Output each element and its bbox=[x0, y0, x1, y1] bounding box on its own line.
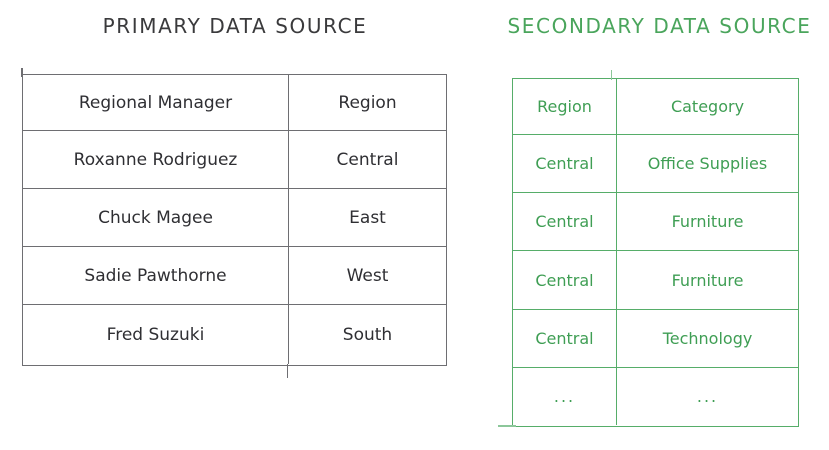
table-row: Chuck Magee East bbox=[23, 189, 446, 247]
primary-table-frame-overshoot bbox=[21, 68, 23, 77]
table-row: Fred Suzuki South bbox=[23, 305, 446, 364]
table-row: Region Category bbox=[513, 79, 798, 135]
secondary-data-source-title: SECONDARY DATA SOURCE bbox=[507, 14, 812, 38]
secondary-table-frame-overshoot bbox=[498, 425, 516, 427]
table-row: Central Furniture bbox=[513, 251, 798, 310]
secondary-cell-region: Central bbox=[513, 135, 617, 192]
table-row: Central Office Supplies bbox=[513, 135, 798, 193]
primary-cell-manager: Chuck Magee bbox=[23, 189, 289, 246]
table-row: Roxanne Rodriguez Central bbox=[23, 131, 446, 189]
table-row: ... ... bbox=[513, 368, 798, 425]
secondary-cell-category: Technology bbox=[662, 329, 753, 348]
secondary-table-divider-overshoot bbox=[611, 70, 613, 80]
secondary-cell-region-ellipsis: ... bbox=[513, 368, 617, 425]
secondary-cell-category: Furniture bbox=[671, 212, 744, 231]
table-row: Regional Manager Region bbox=[23, 75, 446, 131]
secondary-cell-category: Office Supplies bbox=[647, 154, 768, 173]
primary-cell-region: South bbox=[342, 324, 393, 345]
primary-data-source-table: Regional Manager Region Roxanne Rodrigue… bbox=[22, 74, 447, 366]
primary-cell-region: East bbox=[349, 207, 386, 228]
secondary-cell-region: Central bbox=[513, 251, 617, 309]
table-row: Central Furniture bbox=[513, 193, 798, 251]
primary-cell-region: Region bbox=[338, 92, 397, 113]
primary-cell-manager: Regional Manager bbox=[23, 75, 289, 130]
secondary-cell-category: Furniture bbox=[671, 270, 744, 290]
secondary-cell-category: Category bbox=[670, 97, 745, 116]
primary-data-source-title: PRIMARY DATA SOURCE bbox=[102, 14, 368, 38]
secondary-data-source-table: Region Category Central Office Supplies … bbox=[512, 78, 799, 427]
primary-table-divider-overshoot bbox=[287, 364, 289, 378]
primary-cell-manager: Roxanne Rodriguez bbox=[23, 131, 289, 188]
secondary-cell-region: Central bbox=[513, 310, 617, 367]
secondary-cell-region: Region bbox=[513, 79, 617, 134]
primary-cell-region: West bbox=[346, 265, 389, 286]
secondary-cell-region: Central bbox=[513, 193, 617, 250]
table-row: Sadie Pawthorne West bbox=[23, 247, 446, 305]
primary-cell-region: Central bbox=[336, 149, 399, 170]
table-row: Central Technology bbox=[513, 310, 798, 368]
primary-cell-manager: Fred Suzuki bbox=[23, 305, 289, 364]
secondary-cell-category-ellipsis: ... bbox=[696, 387, 719, 406]
primary-cell-manager: Sadie Pawthorne bbox=[23, 247, 289, 304]
